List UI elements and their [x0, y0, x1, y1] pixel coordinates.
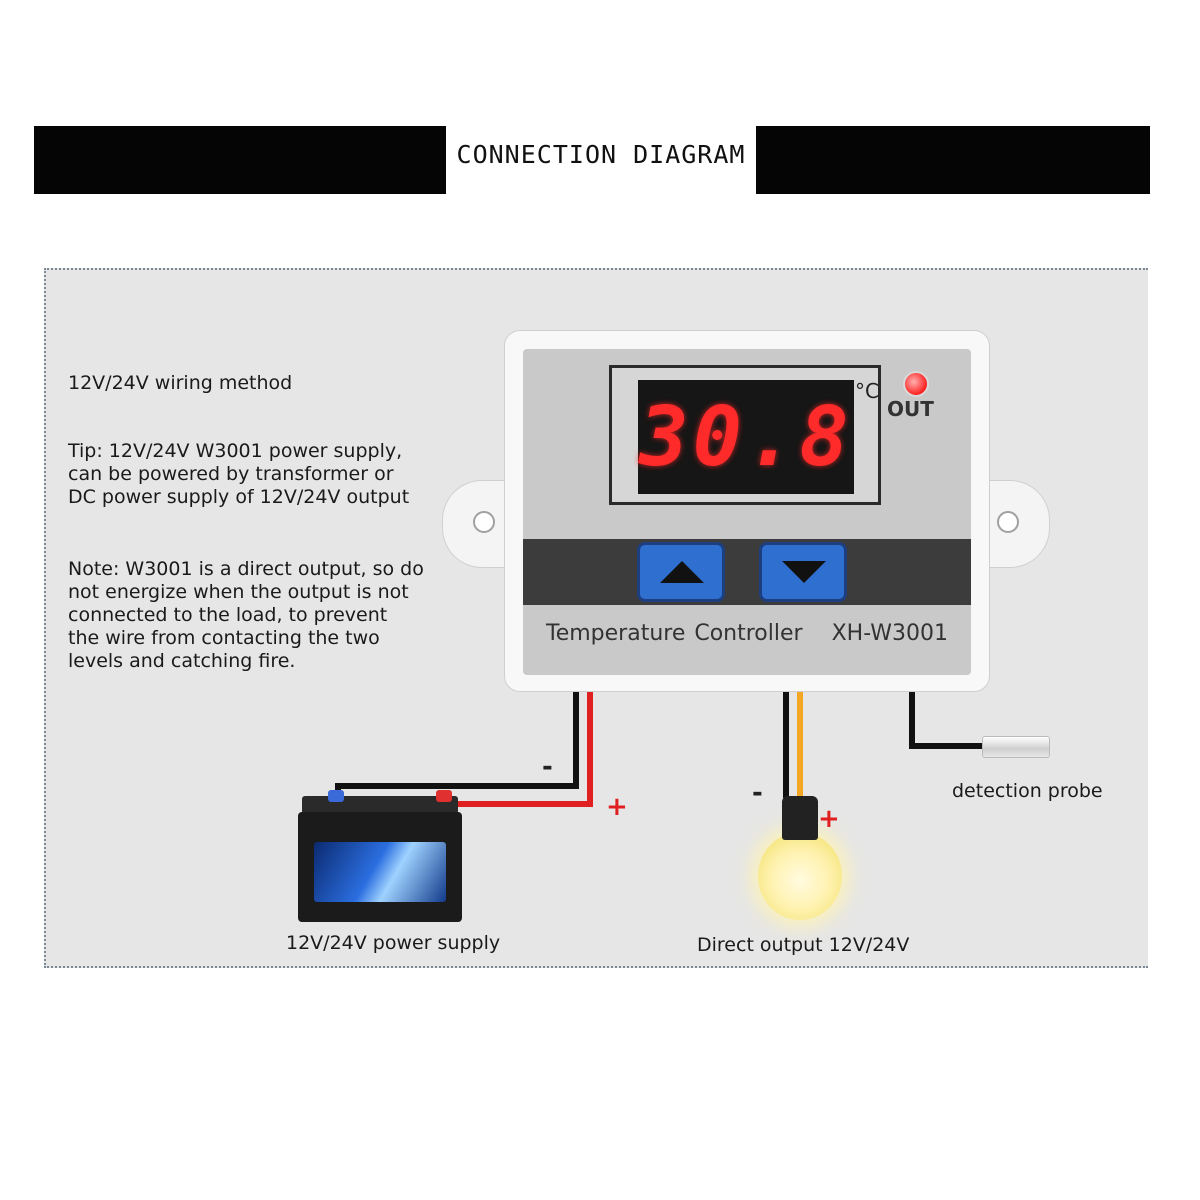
probe-wire [909, 690, 984, 749]
temperature-controller: 30.8 °C OUT Temperature Controller XH-W3… [442, 330, 1050, 692]
battery-negative-wire [335, 690, 579, 800]
device-name: Temperature Controller [546, 621, 803, 646]
device-model: XH-W3001 [831, 621, 948, 646]
bulb-socket [782, 796, 818, 840]
detection-probe-label: detection probe [952, 780, 1103, 802]
display-bezel: 30.8 [609, 365, 881, 505]
battery-label-graphic [314, 842, 446, 902]
button-strip [523, 539, 971, 605]
battery-negative-sign: - [542, 752, 553, 782]
up-button[interactable] [637, 542, 725, 602]
diagram-title: CONNECTION DIAGRAM [456, 140, 746, 169]
battery-body [298, 812, 462, 922]
direct-output-label: Direct output 12V/24V [697, 934, 910, 956]
screw-hole-icon [473, 511, 495, 533]
warning-note-text: Note: W3001 is a direct output, so do no… [68, 558, 424, 672]
out-indicator-led-icon [903, 371, 929, 397]
led-display: 30.8 [638, 380, 854, 494]
down-button[interactable] [759, 542, 847, 602]
output-positive-sign: + [818, 804, 840, 834]
device-label: Temperature Controller XH-W3001 [523, 621, 971, 646]
battery-negative-terminal [328, 790, 344, 802]
temperature-reading: 30.8 [639, 389, 853, 485]
power-supply-label: 12V/24V power supply [286, 932, 501, 954]
controller-case: 30.8 °C OUT Temperature Controller XH-W3… [504, 330, 990, 692]
tip-text: Tip: 12V/24V W3001 power supply, can be … [68, 440, 410, 508]
triangle-up-icon [660, 561, 704, 583]
battery [298, 790, 462, 924]
unit-label: °C [855, 379, 879, 403]
controller-faceplate: 30.8 °C OUT Temperature Controller XH-W3… [523, 349, 971, 675]
light-bulb [752, 796, 848, 926]
triangle-down-icon [782, 561, 826, 583]
wiring-method-text: 12V/24V wiring method [68, 372, 293, 394]
header-bar-left [34, 126, 446, 194]
battery-positive-terminal [436, 790, 452, 802]
battery-positive-sign: + [606, 792, 628, 822]
out-label: OUT [887, 397, 934, 421]
bulb-glass [758, 832, 842, 920]
battery-positive-wire [444, 690, 593, 807]
temperature-probe [982, 736, 1050, 758]
output-negative-sign: - [752, 778, 763, 808]
screw-hole-icon [997, 511, 1019, 533]
header-bar-right [756, 126, 1150, 194]
